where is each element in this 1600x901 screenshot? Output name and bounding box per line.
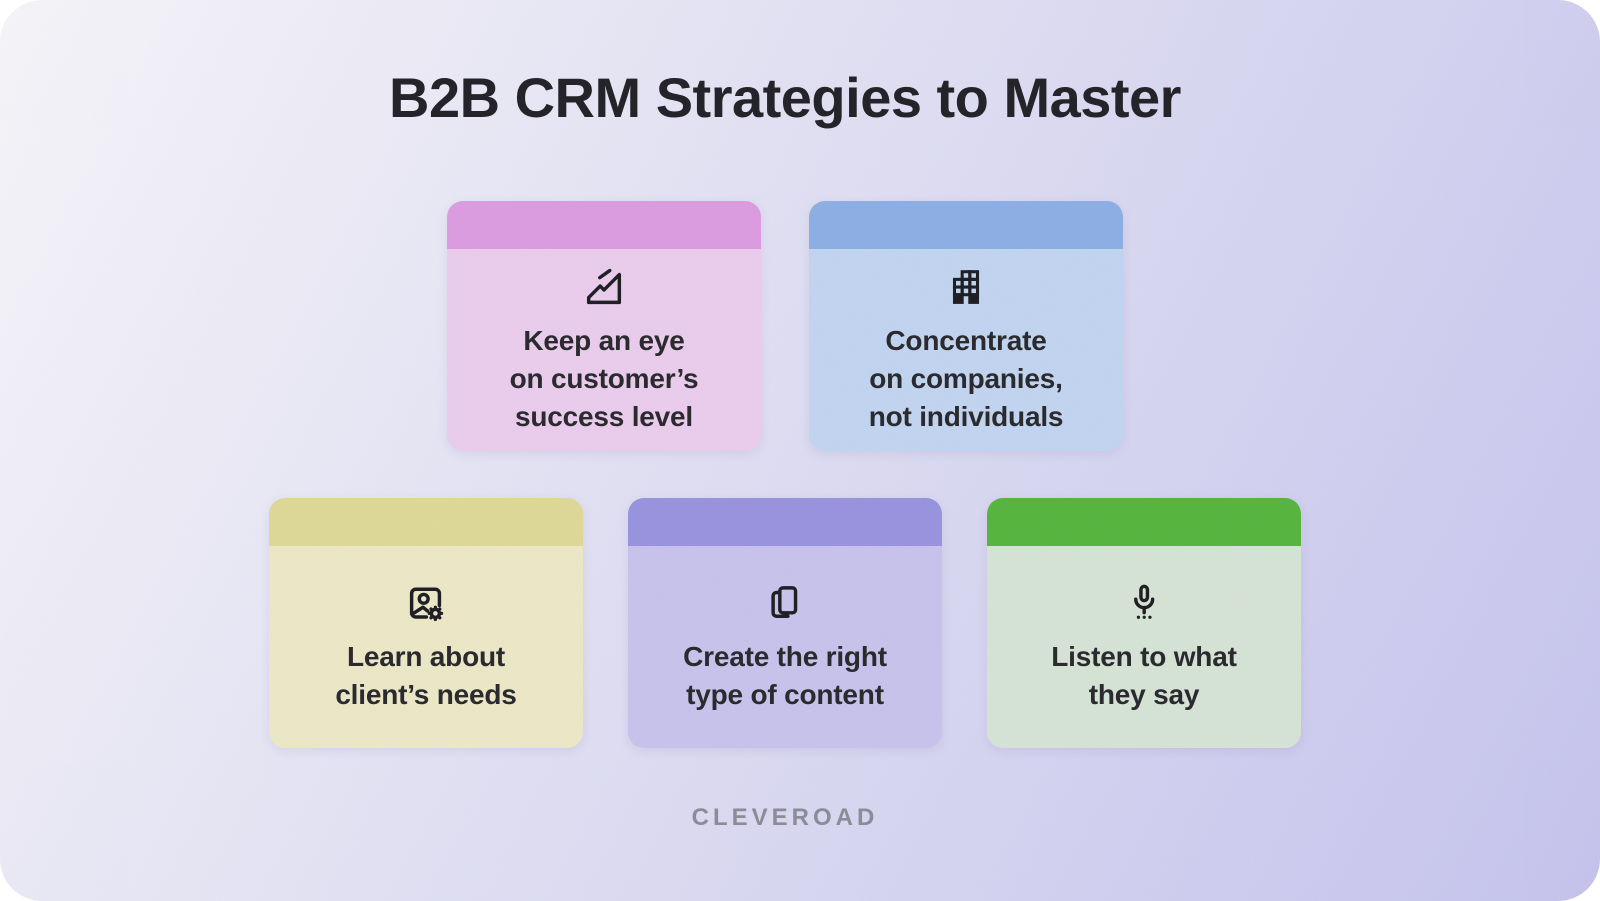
- card-row-top: Keep an eye on customer’s success level: [447, 201, 1123, 452]
- strategy-card-companies: Concentrate on companies, not individual…: [809, 201, 1123, 452]
- copy-icon: [762, 580, 808, 628]
- card-header-strip: [269, 498, 583, 547]
- card-label-line: Listen to what: [1051, 641, 1237, 673]
- card-header-strip: [447, 201, 761, 250]
- strategy-card-listen: Listen to what they say: [987, 498, 1301, 749]
- card-body: Create the right type of content: [628, 546, 942, 749]
- buildings-icon: [943, 264, 989, 312]
- card-label-line: Concentrate: [885, 325, 1047, 357]
- card-header-strip: [987, 498, 1301, 547]
- card-label-line: on companies,: [869, 363, 1063, 395]
- card-label-line: type of content: [686, 679, 884, 711]
- strategy-card-success-level: Keep an eye on customer’s success level: [447, 201, 761, 452]
- card-label: Learn about client’s needs: [335, 638, 517, 714]
- card-body: Learn about client’s needs: [269, 546, 583, 749]
- card-label-line: success level: [515, 401, 693, 433]
- card-label-line: client’s needs: [335, 679, 517, 711]
- card-label-line: not individuals: [868, 401, 1064, 433]
- card-label: Keep an eye on customer’s success level: [510, 322, 699, 436]
- card-body: Listen to what they say: [987, 546, 1301, 749]
- card-label: Listen to what they say: [1051, 638, 1237, 714]
- area-chart-icon: [581, 264, 627, 312]
- card-body: Concentrate on companies, not individual…: [809, 249, 1123, 452]
- mic-icon: [1121, 580, 1167, 628]
- card-body: Keep an eye on customer’s success level: [447, 249, 761, 452]
- card-label: Concentrate on companies, not individual…: [869, 322, 1064, 436]
- card-header-strip: [809, 201, 1123, 250]
- card-header-strip: [628, 498, 942, 547]
- card-label: Create the right type of content: [683, 638, 887, 714]
- card-label-line: Learn about: [346, 641, 506, 673]
- page-title: B2B CRM Strategies to Master: [389, 66, 1181, 129]
- card-label-line: they say: [1088, 679, 1200, 711]
- card-label-line: Keep an eye: [523, 325, 685, 357]
- user-gear-icon: [403, 580, 449, 628]
- card-row-bottom: Learn about client’s needs Create: [269, 498, 1301, 749]
- card-label-line: on customer’s: [509, 363, 699, 395]
- card-label-line: Create the right: [683, 641, 887, 673]
- brand-logo-text: CLEVEROAD: [691, 804, 879, 832]
- strategy-card-content: Create the right type of content: [628, 498, 942, 749]
- strategy-card-client-needs: Learn about client’s needs: [269, 498, 583, 749]
